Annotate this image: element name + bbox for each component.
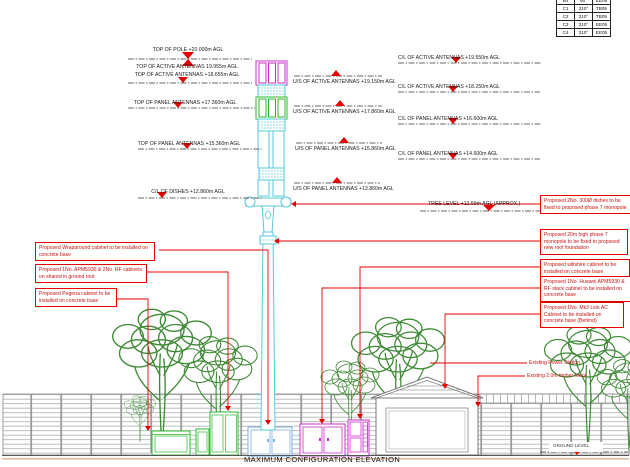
annotation-dishes: Proposed 2No. 300Ø dishes to be fixed to…	[540, 195, 630, 215]
cabinet-huawei-stack	[299, 423, 346, 457]
label-existing-timber-fence: Existing 2.0m timber fence	[527, 373, 588, 379]
annotation-wraparound-cabinet: Proposed Wraparound cabinet to be instal…	[35, 242, 155, 262]
annotation-monopole: Proposed 20m high phase 7 monopole to be…	[540, 229, 628, 255]
level-label-cl-active-1: C/L OF ACTIVE ANTENNAS +19.550m AGL	[398, 55, 501, 61]
drawing-title: MAXIMUM CONFIGURATION ELEVATION	[244, 455, 401, 464]
active-antennas-upper	[255, 60, 288, 86]
annotation-huawei-stack-cabinet: Proposed 1No. Huawei APM5930 & RF stack …	[540, 276, 630, 302]
label-existing-power-station: Existing Power Station	[529, 360, 580, 366]
leader-arrowheads	[145, 201, 481, 431]
table-row: C3 210° EE05	[556, 20, 611, 29]
cabinet-mk3-link-ac	[347, 419, 370, 457]
table-cell: C3	[556, 20, 575, 29]
active-antennas-lower	[255, 96, 288, 120]
leader-lines	[115, 203, 540, 426]
table-cell: TB05	[592, 12, 611, 21]
level-label-us-active-1: U/S OF ACTIVE ANTENNAS +19.150m AGL	[293, 79, 396, 85]
level-label-top-panel-1: TOP OF PANEL ANTENNAS +17.360m AGL	[133, 100, 237, 106]
table-row: C1 210° TB05	[556, 4, 611, 13]
power-station-building	[370, 376, 484, 456]
level-label-top-active-2: TOP OF ACTIVE ANTENNAS +18.655m AGL	[134, 71, 240, 78]
annotation-mk3-link-ac-cabinet: Proposed 1No. Mk3 Link AC Cabinet to be …	[540, 302, 624, 328]
level-label-top-of-pole: TOP OF POLE +20.000m AGL	[152, 47, 224, 53]
level-label-cl-panel-1: C/L OF PANEL ANTENNAS +16.600m AGL	[398, 116, 498, 122]
annotation-apm5930-rf-cabinets: Proposed 1No. APM5930 & 2No. RF cabinets…	[35, 264, 147, 284]
table-cell: 210°	[574, 12, 593, 21]
ground-level-tag: GROUND LEVEL	[551, 443, 591, 448]
table-cell: 210°	[574, 20, 593, 29]
table-cell: C1	[556, 4, 575, 13]
cabinet-pegena	[151, 430, 191, 456]
annotation-pegena-cabinet: Proposed Pegena cabinet to be installed …	[35, 288, 117, 308]
table-row: C2 210° TB05	[556, 12, 611, 21]
level-datum-lines	[128, 58, 628, 453]
annotation-wiltshire-cabinet: Proposed wiltshire cabinet to be install…	[540, 259, 630, 279]
level-label-cl-panel-2: C/L OF PANEL ANTENNAS +14.600m AGL	[398, 151, 498, 157]
panel-antennas-lower	[257, 179, 285, 197]
table-cell: TB05	[592, 4, 611, 13]
panel-antennas-upper	[257, 130, 285, 169]
level-label-top-panel-2: TOP OF PANEL ANTENNAS +15.360m AGL	[137, 141, 241, 147]
level-label-us-panel-1: U/S OF PANEL ANTENNAS +15.860m AGL	[295, 146, 396, 152]
level-label-cl-dishes: C/L OF DISHES +12.860m AGL	[151, 189, 225, 195]
level-label-tree-level: TREE LEVEL +12.59m AGL (APPROX.)	[428, 201, 521, 207]
level-label-us-active-2: U/S OF ACTIVE ANTENNAS +17.860m AGL	[293, 109, 396, 115]
table-cell: C4	[556, 28, 575, 37]
table-cell: EE05	[592, 20, 611, 29]
table-row: C4 210° EE05	[556, 28, 611, 37]
cabinet-wraparound	[247, 426, 293, 457]
table-cell: EE05	[592, 28, 611, 37]
level-label-top-active-1: TOP OF ACTIVE ANTENNAS 19.955m AGL	[136, 64, 238, 70]
table-cell: 210°	[574, 28, 593, 37]
level-label-us-panel-2: U/S OF PANEL ANTENNAS +13.860m AGL	[293, 186, 394, 192]
ground-line	[2, 455, 629, 460]
antenna-schedule-table: B4 90° EE05 C1 210° TB05 C2 210° TB05 C3…	[556, 0, 611, 37]
table-cell: C2	[556, 12, 575, 21]
level-label-cl-active-2: C/L OF ACTIVE ANTENNAS +18.250m AGL	[398, 84, 501, 90]
table-cell: 210°	[574, 4, 593, 13]
